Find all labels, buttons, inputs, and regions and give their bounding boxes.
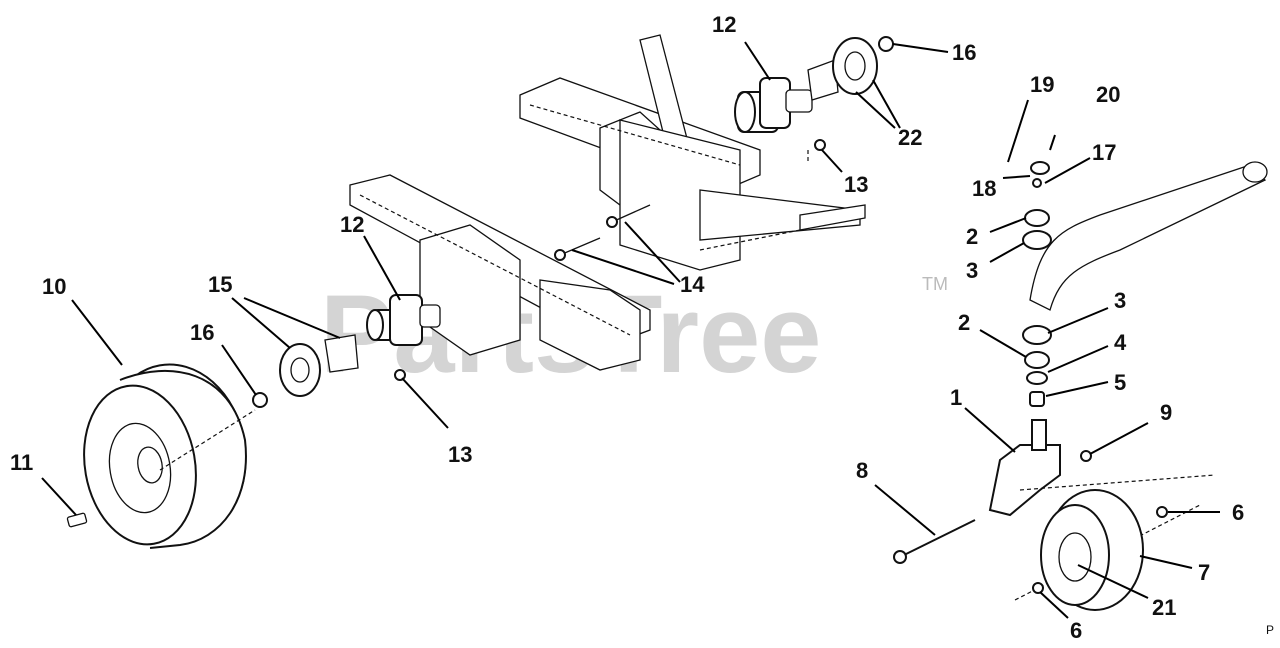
callout-12-lower: 12 <box>340 212 364 237</box>
callout-14: 14 <box>680 272 705 297</box>
rear-frame <box>519 34 866 271</box>
callout-labels: 12 16 22 13 14 12 15 16 13 10 11 19 20 1… <box>10 12 1244 643</box>
callout-3-upper: 3 <box>966 258 978 283</box>
callout-21: 21 <box>1152 595 1176 620</box>
lower-spindle-assembly <box>252 294 441 408</box>
callout-22: 22 <box>898 125 922 150</box>
callout-2-upper: 2 <box>966 224 978 249</box>
callout-6-bottom: 6 <box>1070 618 1082 643</box>
upper-spindle-assembly <box>734 36 894 133</box>
caster-assembly <box>893 161 1268 611</box>
callout-10: 10 <box>42 274 66 299</box>
callout-15: 15 <box>208 272 232 297</box>
callout-6-right: 6 <box>1232 500 1244 525</box>
corner-code: P <box>1266 623 1274 637</box>
callout-4: 4 <box>1114 330 1127 355</box>
mounting-bolts <box>394 139 826 381</box>
callout-17: 17 <box>1092 140 1116 165</box>
callout-5: 5 <box>1114 370 1126 395</box>
callout-1: 1 <box>950 385 962 410</box>
rear-wheel <box>66 363 256 549</box>
callout-16-upper: 16 <box>952 40 976 65</box>
callout-9: 9 <box>1160 400 1172 425</box>
callout-18: 18 <box>972 176 996 201</box>
leader-lines <box>41 41 1220 619</box>
callout-13-upper: 13 <box>844 172 868 197</box>
callout-3-lower: 3 <box>1114 288 1126 313</box>
callout-13-lower: 13 <box>448 442 472 467</box>
callout-16-lower: 16 <box>190 320 214 345</box>
watermark-trademark: TM <box>922 274 948 294</box>
callout-11: 11 <box>10 450 33 475</box>
callout-2-lower: 2 <box>958 310 970 335</box>
callout-7: 7 <box>1198 560 1210 585</box>
callout-19: 19 <box>1030 72 1054 97</box>
callout-20: 20 <box>1096 82 1120 107</box>
callout-8: 8 <box>856 458 868 483</box>
callout-12-upper: 12 <box>712 12 736 37</box>
